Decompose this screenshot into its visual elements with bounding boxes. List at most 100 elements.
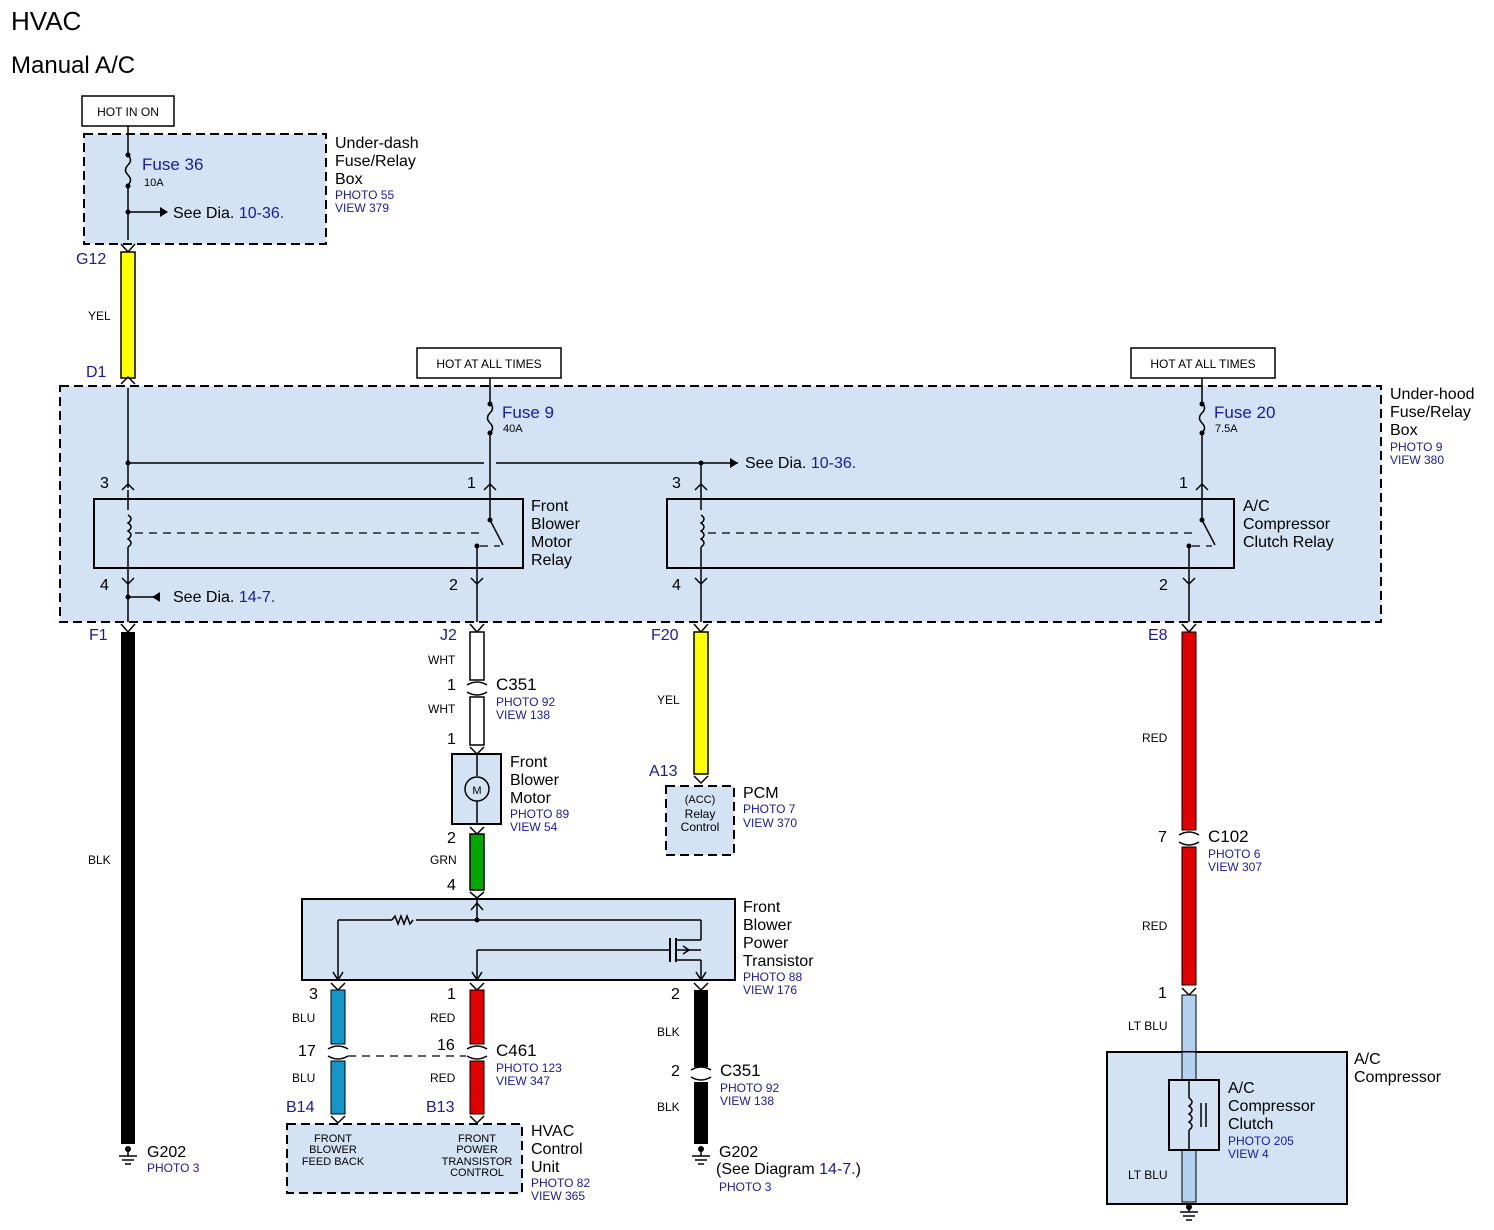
wire-wht-c351-motor bbox=[469, 696, 485, 746]
transistor-pin-3: 3 bbox=[309, 986, 318, 1003]
fuse-36-rating: 10A bbox=[144, 177, 164, 189]
relay1-name-1: Front bbox=[531, 498, 569, 515]
c461-view: VIEW 347 bbox=[496, 1074, 550, 1088]
pcm-relay: Relay bbox=[685, 807, 716, 821]
terminal-d1: D1 bbox=[86, 364, 107, 381]
wire-red-c461-b13 bbox=[469, 1060, 485, 1115]
c351-pin-1: 1 bbox=[447, 677, 456, 694]
wire-label-wht-2: WHT bbox=[428, 702, 456, 716]
transistor-pin-1: 1 bbox=[447, 986, 456, 1003]
relay1-pin-2: 2 bbox=[449, 577, 458, 594]
relay2-pin-2: 2 bbox=[1159, 577, 1168, 594]
ground-g202-mid-icon bbox=[692, 1146, 710, 1165]
ac-compressor-clutch bbox=[1168, 1079, 1220, 1151]
underdash-box-name-3: Box bbox=[335, 171, 363, 188]
c461-pin-17: 17 bbox=[298, 1043, 316, 1060]
fuse-20-label: Fuse 20 bbox=[1214, 403, 1275, 422]
transistor-name-2: Blower bbox=[743, 917, 793, 934]
underdash-view: VIEW 379 bbox=[335, 201, 389, 215]
terminal-g12: G12 bbox=[76, 251, 106, 268]
hvac-name-1: HVAC bbox=[531, 1123, 574, 1140]
relay1-name-3: Motor bbox=[531, 534, 573, 551]
underhood-see-dia-147: See Dia. 14-7. bbox=[173, 589, 275, 606]
ground-g202-mid-photo: PHOTO 3 bbox=[719, 1180, 772, 1194]
hot-at-all-times-label-1: HOT AT ALL TIMES bbox=[416, 347, 562, 379]
terminal-f1: F1 bbox=[89, 627, 108, 644]
transistor-name-1: Front bbox=[743, 899, 781, 916]
relay1-pin-4: 4 bbox=[100, 577, 109, 594]
c461-label: C461 bbox=[496, 1041, 537, 1060]
motor-photo: PHOTO 89 bbox=[510, 807, 569, 821]
motor-pin-1: 1 bbox=[447, 731, 456, 748]
compressor-pin-1: 1 bbox=[1158, 985, 1167, 1002]
wire-label-wht-1: WHT bbox=[428, 653, 456, 667]
page-title: HVAC bbox=[11, 6, 81, 36]
hvac-fb-2: BLOWER bbox=[309, 1144, 357, 1156]
terminal-a13: A13 bbox=[649, 763, 678, 780]
wire-red-e8-c102 bbox=[1181, 631, 1197, 831]
wire-label-red-2: RED bbox=[430, 1071, 456, 1085]
c351-pin-2: 2 bbox=[671, 1063, 680, 1080]
motor-name-3: Motor bbox=[510, 790, 552, 807]
hvac-pt-4: CONTROL bbox=[450, 1167, 504, 1179]
wire-label-blk-3: BLK bbox=[657, 1100, 680, 1114]
svg-text:HOT IN ON: HOT IN ON bbox=[97, 105, 159, 119]
fuse-36-label: Fuse 36 bbox=[142, 155, 203, 174]
relay2-name-3: Clutch Relay bbox=[1243, 534, 1334, 551]
motor-name-2: Blower bbox=[510, 772, 560, 789]
relay2-pin-4: 4 bbox=[672, 577, 681, 594]
terminal-e8: E8 bbox=[1148, 627, 1168, 644]
transistor-internal-circuit bbox=[332, 899, 707, 982]
terminal-b14: B14 bbox=[286, 1099, 315, 1116]
c102-view: VIEW 307 bbox=[1208, 860, 1262, 874]
underdash-box-name-2: Fuse/Relay bbox=[335, 153, 416, 170]
underdash-box-name-1: Under-dash bbox=[335, 135, 419, 152]
transistor-pin-2: 2 bbox=[671, 986, 680, 1003]
c102-label: C102 bbox=[1208, 827, 1249, 846]
compressor-name-2: Compressor bbox=[1354, 1069, 1442, 1086]
transistor-pin-4: 4 bbox=[447, 877, 456, 894]
relay1-name-2: Blower bbox=[531, 516, 581, 533]
wire-blk-c351-g202 bbox=[694, 1082, 708, 1144]
clutch-name-3: Clutch bbox=[1228, 1116, 1273, 1133]
svg-text:HOT AT ALL TIMES: HOT AT ALL TIMES bbox=[1150, 357, 1255, 371]
c102-photo: PHOTO 6 bbox=[1208, 847, 1261, 861]
terminal-b13: B13 bbox=[426, 1099, 455, 1116]
wire-blu-c461-b14 bbox=[330, 1060, 346, 1115]
pcm-name: PCM bbox=[743, 785, 779, 802]
wire-label-yel-2: YEL bbox=[657, 693, 680, 707]
relay2-pin-1: 1 bbox=[1179, 475, 1188, 492]
clutch-name-1: A/C bbox=[1228, 1080, 1255, 1097]
underhood-box-name-2: Fuse/Relay bbox=[1390, 404, 1471, 421]
fuse-20 bbox=[1198, 378, 1206, 490]
ground-g202-mid-see: (See Diagram 14-7.) bbox=[716, 1161, 861, 1178]
motor-name-1: Front bbox=[510, 754, 548, 771]
underdash-see-dia: See Dia. 10-36. bbox=[173, 205, 284, 222]
transistor-name-4: Transistor bbox=[743, 953, 814, 970]
clutch-coil-icon bbox=[1187, 1097, 1193, 1131]
wire-label-blu-1: BLU bbox=[292, 1011, 315, 1025]
transistor-photo: PHOTO 88 bbox=[743, 970, 802, 984]
ground-g202-left-icon bbox=[119, 1146, 137, 1165]
wire-yel-g12-d1 bbox=[120, 251, 136, 379]
relay1-pin-1: 1 bbox=[467, 475, 476, 492]
wire-label-red-3: RED bbox=[1142, 731, 1168, 745]
wire-label-blu-2: BLU bbox=[292, 1071, 315, 1085]
hvac-pt-1: FRONT bbox=[458, 1133, 496, 1145]
wire-label-red-1: RED bbox=[430, 1011, 456, 1025]
clutch-photo: PHOTO 205 bbox=[1228, 1134, 1294, 1148]
underhood-see-dia-1036: See Dia. 10-36. bbox=[745, 455, 856, 472]
wire-label-red-4: RED bbox=[1142, 919, 1168, 933]
hvac-pt-2: POWER bbox=[456, 1144, 498, 1156]
c351-photo-bottom: PHOTO 92 bbox=[720, 1081, 779, 1095]
wire-label-yel-1: YEL bbox=[88, 309, 111, 323]
hvac-name-3: Unit bbox=[531, 1159, 560, 1176]
ground-g202-left-photo: PHOTO 3 bbox=[147, 1161, 200, 1175]
underhood-box-name-3: Box bbox=[1390, 422, 1418, 439]
pcm-box bbox=[665, 785, 735, 856]
hvac-photo: PHOTO 82 bbox=[531, 1176, 590, 1190]
pcm-acc: (ACC) bbox=[685, 794, 716, 806]
underdash-fuse-relay-box bbox=[83, 133, 327, 245]
wire-wht-j2-c351 bbox=[469, 631, 485, 681]
relay1-pin-3: 3 bbox=[100, 475, 109, 492]
